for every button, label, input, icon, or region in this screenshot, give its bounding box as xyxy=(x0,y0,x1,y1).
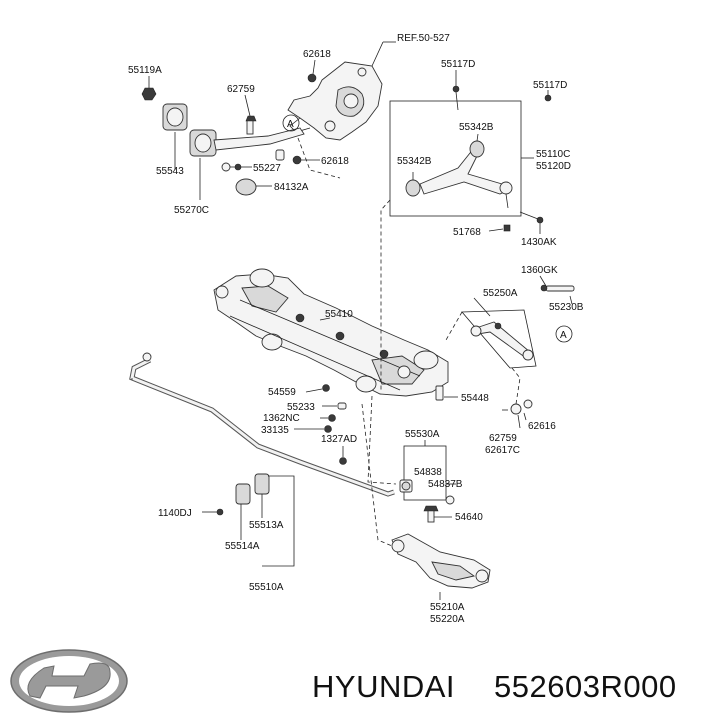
label-62618: 62618 xyxy=(321,156,349,167)
label-55250A: 55250A xyxy=(483,288,518,299)
label-55270C: 55270C xyxy=(174,205,209,216)
label-54559: 54559 xyxy=(268,387,296,398)
brand-name: HYUNDAI xyxy=(312,669,455,704)
label-55510A: 55510A xyxy=(249,582,284,593)
label-33135: 33135 xyxy=(261,425,289,436)
label-55210A: 55210A xyxy=(430,602,465,613)
trailing-arm-parts xyxy=(141,73,317,196)
crossmember-55410 xyxy=(213,268,449,397)
label-55117D: 55117D xyxy=(441,59,475,70)
label-54640: 54640 xyxy=(455,512,483,523)
label-1140DJ: 1140DJ xyxy=(158,508,192,519)
marker-A-label-2: A xyxy=(560,330,567,341)
label-55227: 55227 xyxy=(253,163,281,174)
label-55220A: 55220A xyxy=(430,614,465,625)
label-55448: 55448 xyxy=(461,393,489,404)
label-62618: 62618 xyxy=(303,49,331,60)
label-55119A: 55119A xyxy=(128,65,162,76)
label-1360GK: 1360GK xyxy=(521,265,558,276)
label-62759: 62759 xyxy=(227,84,255,95)
label-55342B: 55342B xyxy=(397,156,432,167)
label-55543: 55543 xyxy=(156,166,184,177)
label-55230B: 55230B xyxy=(549,302,584,313)
label-54837B: 54837B xyxy=(428,479,463,490)
lower-control-arm xyxy=(391,533,491,589)
label-51768: 51768 xyxy=(453,227,481,238)
part-labels: REF.50-527 62618 55119A 62759 55117D 551… xyxy=(128,33,584,625)
label-1327AD: 1327AD xyxy=(321,434,357,445)
label-55530A: 55530A xyxy=(405,429,440,440)
label-1430AK: 1430AK xyxy=(521,237,557,248)
rear-knuckle xyxy=(287,61,383,141)
label-55342B: 55342B xyxy=(459,122,494,133)
label-55514A: 55514A xyxy=(225,541,260,552)
label-84132A: 84132A xyxy=(274,182,309,193)
label-54838: 54838 xyxy=(414,467,442,478)
marker-A-circle-2 xyxy=(555,325,573,343)
part-number: 552603R000 xyxy=(494,669,677,704)
leader-lines xyxy=(148,41,573,600)
label-55117D: 55117D xyxy=(533,80,567,91)
label-62617C: 62617C xyxy=(485,445,520,456)
marker-A-label-1: A xyxy=(287,119,294,130)
hyundai-logo xyxy=(10,649,128,713)
dashed-assembly-lines xyxy=(131,137,521,547)
label-55120D: 55120D xyxy=(536,161,571,172)
label-55110C: 55110C xyxy=(536,149,570,160)
lateral-link-55250A xyxy=(461,284,575,415)
part-drawings xyxy=(129,61,575,589)
label-55233: 55233 xyxy=(287,402,315,413)
label-62759: 62759 xyxy=(489,433,517,444)
stabilizer-bar xyxy=(129,352,395,516)
marker-A-circle-1 xyxy=(282,114,300,132)
label-62616: 62616 xyxy=(528,421,556,432)
label-55513A: 55513A xyxy=(249,520,284,531)
label-55410: 55410 xyxy=(325,309,353,320)
label-ref: REF.50-527 xyxy=(397,33,450,44)
label-1362NC: 1362NC xyxy=(263,413,300,424)
subframe-fasteners xyxy=(322,384,444,465)
upper-control-arm xyxy=(389,85,552,232)
reference-markers xyxy=(282,114,573,343)
